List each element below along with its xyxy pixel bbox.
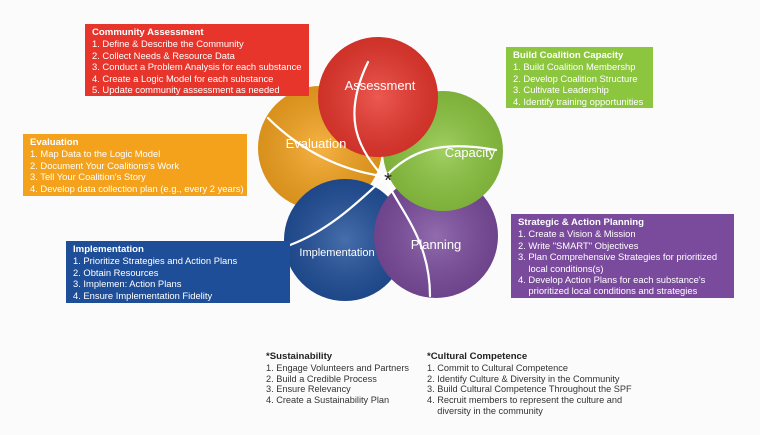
list-item: 2. Obtain Resources [73, 266, 159, 278]
swirl-line-3 [384, 178, 432, 298]
list-item: 3. Build Cultural Competence Throughout … [427, 384, 632, 395]
list-item: 3. Ensure Relevancy [266, 384, 351, 395]
list-item: 2. Develop Coalition Structure [513, 72, 638, 84]
list-item: 2. Build a Credible Process [266, 373, 377, 384]
cultural-competence-list: 1. Commit to Cultural Competence 2. Iden… [427, 363, 642, 417]
list-item: 4. Ensure Implementation Fidelity [73, 289, 213, 301]
list-item: 1. Commit to Cultural Competence [427, 362, 568, 373]
community-assessment-title: Community Assessment [92, 27, 204, 38]
list-item: 5. Update community assessment as needed [92, 84, 280, 96]
list-item: 1. Define & Describe the Community [92, 38, 244, 50]
segment-label-implementation: Implementation [299, 247, 374, 259]
segment-assessment-shade [318, 37, 438, 157]
sustainability-title: *Sustainability [266, 351, 333, 362]
implementation-title: Implementation [73, 244, 144, 255]
list-item: 1. Create a Vision & Mission [518, 228, 636, 240]
list-item: 4. Create a Sustainability Plan [266, 395, 390, 406]
list-item: 1. Build Coalition Membershp [513, 61, 636, 73]
list-item: 3. Plan Comprehensive Strategies for pri… [518, 251, 718, 263]
segment-label-evaluation: Evaluation [286, 136, 347, 151]
coalition-capacity-box: Build Coalition Capacity 1. Build Coalit… [506, 47, 653, 108]
list-item: 4. Create a Logic Model for each substan… [92, 72, 274, 84]
list-item: 2. Collect Needs & Resource Data [92, 49, 235, 61]
sustainability-list: 1. Engage Volunteers and Partners 2. Bui… [266, 363, 421, 406]
segment-label-assessment: Assessment [345, 78, 416, 93]
list-item: 3. Conduct a Problem Analysis for each s… [92, 61, 302, 73]
wheel-swirl-lines [266, 60, 498, 298]
strategic-planning-list: 1. Create a Vision & Mission 2. Write "S… [518, 228, 727, 296]
list-item: 3. Cultivate Leadership [513, 84, 609, 96]
evaluation-title: Evaluation [30, 137, 79, 148]
evaluation-list: 1. Map Data to the Logic Model 2. Docume… [30, 148, 244, 194]
list-item: 3. Implemen: Action Plans [73, 278, 182, 290]
coalition-capacity-title: Build Coalition Capacity [513, 50, 624, 61]
segment-label-planning: Planning [411, 237, 462, 252]
list-item: 2. Document Your Coalitions's Work [30, 159, 180, 171]
center-asterisk-mark: * [384, 170, 392, 192]
evaluation-box: Evaluation 1. Map Data to the Logic Mode… [23, 134, 247, 196]
sustainability-section: *Sustainability 1. Engage Volunteers and… [266, 351, 421, 406]
wheel-segment-implementation[interactable] [284, 179, 406, 301]
coalition-capacity-list: 1. Build Coalition Membershp 2. Develop … [513, 61, 646, 107]
list-item: 4. Identify training opportunities [513, 95, 644, 107]
swirl-line-2 [382, 145, 498, 180]
community-assessment-box: Community Assessment 1. Define & Describ… [85, 24, 309, 96]
cultural-competence-title: *Cultural Competence [427, 351, 528, 362]
swirl-line-1 [353, 60, 386, 180]
list-item: diversity in the community [427, 405, 543, 416]
list-item: 2. Identify Culture & Diversity in the C… [427, 373, 620, 384]
wheel-segment-assessment[interactable] [318, 37, 438, 157]
strategic-planning-box: Strategic & Action Planning 1. Create a … [511, 214, 734, 298]
list-item: 1. Map Data to the Logic Model [30, 148, 161, 160]
list-item: local conditions(s) [518, 262, 604, 274]
strategic-planning-title: Strategic & Action Planning [518, 217, 644, 228]
list-item: 1. Engage Volunteers and Partners [266, 362, 410, 373]
list-item: 4. Develop Action Plans for each substan… [518, 274, 706, 286]
implementation-list: 1. Prioritize Strategies and Action Plan… [73, 255, 283, 301]
list-item: 4. Recruit members to represent the cult… [427, 395, 623, 406]
segment-implementation-shade [284, 179, 406, 301]
list-item: 2. Write "SMART" Objectives [518, 239, 639, 251]
list-item: 4. Develop data collection plan (e.g., e… [30, 182, 244, 194]
segment-label-capacity: Capacity [445, 145, 496, 160]
community-assessment-list: 1. Define & Describe the Community 2. Co… [92, 38, 302, 95]
swirl-line-5 [266, 116, 384, 178]
list-item: 3. Tell Your Coalition's Story [30, 171, 146, 183]
implementation-box: Implementation 1. Prioritize Strategies … [66, 241, 290, 303]
swirl-line-4 [288, 178, 384, 247]
list-item: 1. Prioritize Strategies and Action Plan… [73, 255, 238, 267]
list-item: prioritized local conditions and strateg… [518, 285, 698, 297]
cultural-competence-section: *Cultural Competence 1. Commit to Cultur… [427, 351, 642, 417]
